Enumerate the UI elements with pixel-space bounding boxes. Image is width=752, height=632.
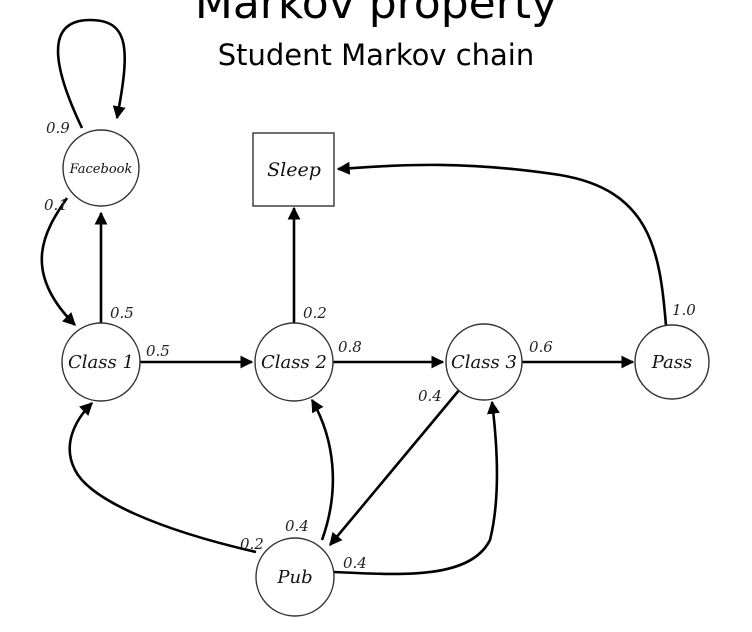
edge-class2-class3-label: 0.8 [338,338,362,356]
edge-pub-class2-label: 0.4 [285,517,309,535]
edge-class3-pass-label: 0.6 [529,338,553,356]
edge-pub-class3-label: 0.4 [343,554,367,572]
node-pass-label: Pass [651,352,693,373]
edge-class1-class2-label: 0.5 [146,342,170,360]
node-class2: Class 2 [254,322,334,402]
edge-pass-sleep [336,161,668,327]
edge-pub-class1 [68,402,257,554]
node-pub: Pub [255,537,335,617]
edge-pub-class2 [310,398,335,541]
node-sleep: Sleep [252,132,335,207]
node-facebook-label: Facebook [69,162,133,177]
edge-class3-pub [329,388,461,546]
edge-facebook-self-label: 0.9 [46,119,70,137]
edge-pass-sleep-label: 1.0 [672,301,696,319]
edge-pub-class3 [333,400,500,576]
node-sleep-label: Sleep [267,159,321,181]
node-class2-label: Class 2 [261,352,327,373]
node-facebook: Facebook [62,129,140,207]
edge-pub-class1-label: 0.2 [240,535,264,553]
node-pub-label: Pub [276,567,312,588]
node-class3-label: Class 3 [451,352,517,373]
node-class1-label: Class 1 [68,352,134,373]
diagram-subtitle: Student Markov chain [217,38,535,72]
node-class1: Class 1 [61,322,141,402]
edge-facebook-class1-label: 0.1 [44,196,68,214]
edge-class2-sleep-label: 0.2 [303,304,327,322]
edge-class1-facebook-label: 0.5 [110,304,134,322]
node-pass: Pass [634,324,710,400]
edge-class3-pub-label: 0.4 [418,387,442,405]
edge-facebook-class1 [40,197,76,326]
diagram-title: Markov property [194,0,558,29]
edge-facebook-self [56,18,126,129]
node-class3: Class 3 [445,323,523,401]
